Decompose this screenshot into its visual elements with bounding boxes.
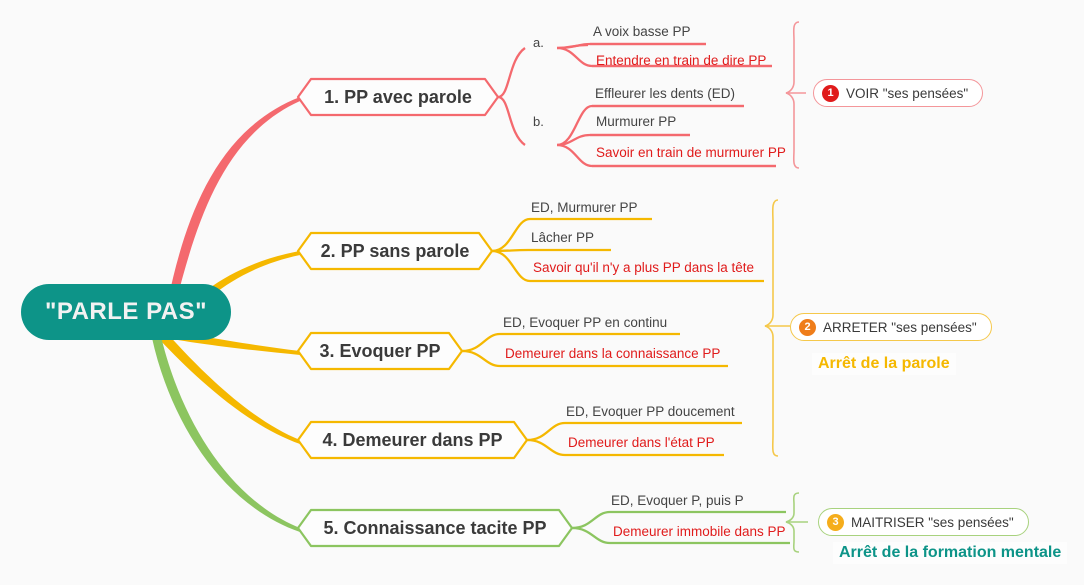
branch-label-3: 3. Evoquer PP bbox=[319, 340, 441, 361]
leaf-b1-5[interactable]: Savoir en train de murmurer PP bbox=[596, 145, 786, 160]
subgroup-marker-b: b. bbox=[533, 114, 544, 129]
root-node-label: "PARLE PAS" bbox=[44, 298, 208, 325]
callout-3[interactable]: 3 MAITRISER "ses pensées" bbox=[818, 508, 1029, 536]
leaf-b5-1[interactable]: ED, Evoquer P, puis P bbox=[611, 493, 744, 508]
leaf-b5-2[interactable]: Demeurer immobile dans PP bbox=[613, 524, 786, 539]
leaf-b2-2[interactable]: Lâcher PP bbox=[531, 230, 595, 245]
wire-b1-spine-b bbox=[497, 95, 526, 146]
wire-b1-spine bbox=[497, 47, 526, 99]
branch-node-1[interactable]: 1. PP avec parole bbox=[298, 79, 498, 115]
leaf-b1-2[interactable]: Entendre en train de dire PP bbox=[596, 53, 767, 68]
leaf-b3-2[interactable]: Demeurer dans la connaissance PP bbox=[505, 346, 721, 361]
wire-b1-a-leaf1 bbox=[556, 42, 706, 50]
callout-2[interactable]: 2 ARRETER "ses pensées" bbox=[790, 313, 992, 341]
leaf-b1-4[interactable]: Murmurer PP bbox=[596, 114, 677, 129]
leaf-b4-1[interactable]: ED, Evoquer PP doucement bbox=[566, 404, 735, 419]
callout-1[interactable]: 1 VOIR "ses pensées" bbox=[813, 79, 984, 107]
branch-node-4[interactable]: 4. Demeurer dans PP bbox=[298, 422, 527, 458]
callout-badge-1: 1 bbox=[822, 84, 839, 102]
branch-label-1: 1. PP avec parole bbox=[324, 86, 472, 107]
branch-node-3[interactable]: 3. Evoquer PP bbox=[298, 333, 462, 369]
bracket-group-3 bbox=[785, 492, 800, 553]
branch-node-2[interactable]: 2. PP sans parole bbox=[298, 233, 492, 269]
wire-b1-b-leaf2 bbox=[556, 133, 690, 147]
leaf-b4-2[interactable]: Demeurer dans l'état PP bbox=[568, 435, 715, 450]
callout-text-2: ARRETER "ses pensées" bbox=[823, 319, 977, 335]
wire-root-to-branch-1 bbox=[168, 97, 300, 302]
bracket-group-1 bbox=[785, 21, 800, 169]
branch-label-5: 5. Connaissance tacite PP bbox=[323, 517, 547, 538]
conclusion-arret-parole: Arrêt de la parole bbox=[812, 353, 956, 375]
root-node[interactable]: "PARLE PAS" bbox=[21, 284, 231, 340]
callout-text-3: MAITRISER "ses pensées" bbox=[851, 514, 1014, 530]
conclusion-arret-formation-mentale: Arrêt de la formation mentale bbox=[833, 542, 1068, 564]
subgroup-marker-a: a. bbox=[533, 35, 544, 50]
branch-label-2: 2. PP sans parole bbox=[320, 240, 470, 261]
wire-root-to-branch-5 bbox=[152, 332, 300, 532]
callout-badge-2: 2 bbox=[799, 318, 816, 336]
bracket-group-2 bbox=[764, 199, 779, 457]
branch-label-4: 4. Demeurer dans PP bbox=[322, 429, 503, 450]
wire-root-to-branch-4 bbox=[160, 332, 300, 444]
leaf-b1-3[interactable]: Effleurer les dents (ED) bbox=[595, 86, 736, 101]
leaf-b2-3[interactable]: Savoir qu'il n'y a plus PP dans la tête bbox=[533, 260, 755, 275]
wire-b1-a-fork bbox=[556, 43, 589, 50]
callout-text-1: VOIR "ses pensées" bbox=[846, 85, 969, 101]
branch-node-5[interactable]: 5. Connaissance tacite PP bbox=[298, 510, 572, 546]
wire-b2-leaf2 bbox=[491, 248, 611, 253]
leaf-b2-1[interactable]: ED, Murmurer PP bbox=[531, 200, 638, 215]
leaf-b1-1[interactable]: A voix basse PP bbox=[593, 24, 691, 39]
leaf-b3-1[interactable]: ED, Evoquer PP en continu bbox=[503, 315, 668, 330]
callout-badge-3: 3 bbox=[827, 513, 844, 531]
